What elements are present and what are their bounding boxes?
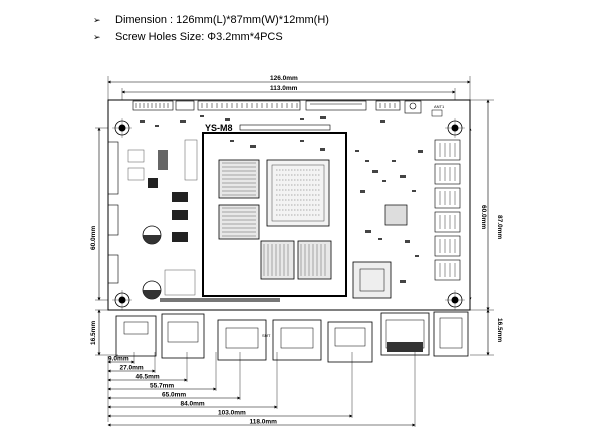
capacitors xyxy=(142,225,162,300)
antenna-connector-icon xyxy=(409,102,417,110)
dim-bottom-label: 55.7mm xyxy=(150,383,174,390)
bottom-header-strip xyxy=(160,298,280,302)
mounting-holes xyxy=(112,118,465,310)
small-parts xyxy=(140,115,423,283)
dim-bottom-label: 65.0mm xyxy=(162,392,186,399)
dim-left-bottom: 16.5mm xyxy=(90,309,118,356)
mounting-hole xyxy=(112,118,132,138)
top-connector-pins xyxy=(135,103,396,108)
secondary-chip xyxy=(352,261,392,299)
spec-screw-holes: ➢ Screw Holes Size: Φ3.2mm*4PCS xyxy=(93,31,283,43)
dim-top-holes-label: 113.0mm xyxy=(270,85,298,92)
antenna-label: ANT1 xyxy=(434,104,445,109)
bottom-io-connectors xyxy=(115,311,469,363)
dim-bottom-label: 84.0mm xyxy=(181,401,205,408)
arrow-bullet-icon: ➢ xyxy=(93,14,101,25)
dim-right-overall-label: 87.0mm xyxy=(496,215,503,239)
dim-bottom-label: 118.0mm xyxy=(250,419,278,426)
spec-dimension: ➢ Dimension : 126mm(L)*87mm(W)*12mm(H) xyxy=(93,14,329,26)
memory-chips xyxy=(218,159,332,280)
mounting-hole xyxy=(445,290,465,310)
dim-bottom-label: 46.5mm xyxy=(136,374,160,381)
dim-top-overall-label: 126.0mm xyxy=(270,75,298,82)
power-components xyxy=(148,150,188,242)
top-connectors xyxy=(132,100,422,114)
right-connector-pins xyxy=(439,143,456,277)
dim-right-overall: 87.0mm xyxy=(470,99,503,311)
mounting-hole xyxy=(445,118,465,138)
memory-chip-pins xyxy=(222,162,326,276)
right-connectors xyxy=(434,139,461,281)
dim-bottom-label: 9.0mm xyxy=(108,356,129,363)
soc-module-outline xyxy=(202,132,347,297)
dim-bottom-label: 103.0mm xyxy=(218,410,246,417)
spec-screw-holes-text: Screw Holes Size: Φ3.2mm*4PCS xyxy=(115,31,283,43)
sd-slot xyxy=(387,342,423,352)
board-label: YS-M8 xyxy=(205,123,233,133)
dim-right-bottom-label: 16.5mm xyxy=(496,318,503,342)
jack-label: SMT xyxy=(262,333,271,338)
soc-bga-pattern xyxy=(271,164,325,222)
dim-left-bottom-label: 16.5mm xyxy=(90,321,97,345)
arrow-bullet-icon: ➢ xyxy=(93,31,101,42)
dim-right-holes-label: 60.0mm xyxy=(480,205,487,229)
dim-top-overall: 126.0mm xyxy=(107,75,471,100)
left-connectors xyxy=(107,141,119,284)
mounting-hole xyxy=(112,290,132,310)
dim-right-holes: 60.0mm xyxy=(468,127,487,301)
bottom-connector-details xyxy=(123,317,463,349)
bottom-dimension-lines: 9.0mm 27.0mm 46.5mm 55.7mm 65.0mm 84.0mm 103.0… xyxy=(107,352,416,427)
dim-left-holes-label: 60.0mm xyxy=(90,226,97,250)
dim-bottom-label: 27.0mm xyxy=(120,365,144,372)
left-misc-parts xyxy=(127,139,198,296)
dim-right-bottom: 16.5mm xyxy=(470,309,503,356)
spec-dimension-text: Dimension : 126mm(L)*87mm(W)*12mm(H) xyxy=(115,14,329,26)
ic-chip xyxy=(384,204,408,226)
